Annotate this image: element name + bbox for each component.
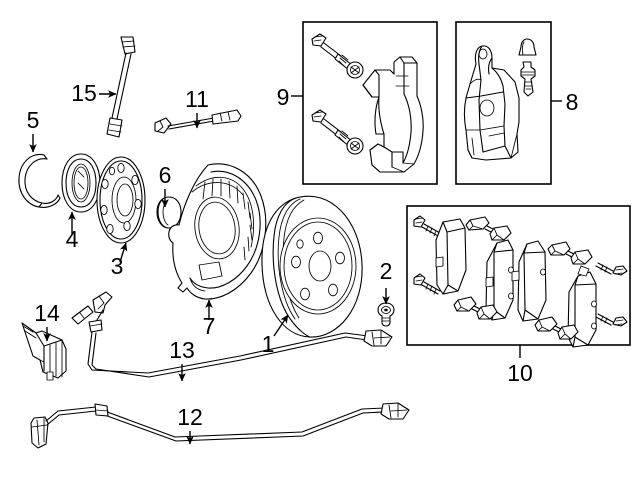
callout-label-4: 4 [66,226,79,252]
anti-rattle-clip-2 [547,241,593,265]
part-wheel-stud [106,36,136,138]
callout-label-5: 5 [27,107,40,133]
callout-label-3: 3 [111,253,124,279]
callout-label-11: 11 [185,86,209,112]
callout-label-6: 6 [159,162,172,188]
box-brake-caliper [455,21,552,185]
part-brake-rotor [261,195,363,338]
part-snap-ring [18,153,61,208]
pad-kit-bolt-4 [595,313,628,327]
part-abs-sensor-front [71,291,393,378]
box-brake-pad-kit [406,205,631,348]
anti-rattle-clip-4 [534,316,579,340]
callout-label-14: 14 [34,300,60,326]
callout-label-10: 10 [507,360,533,386]
part-rotor-screw [377,302,395,327]
part-retaining-clip [21,322,67,381]
part-wheel-bearing [61,153,101,213]
callout-label-9: 9 [277,84,290,110]
callout-label-8: 8 [566,89,579,115]
callout-label-7: 7 [203,313,216,339]
pad-kit-bolt-3 [595,262,628,276]
callout-label-13: 13 [169,337,195,363]
brake-pad-1 [435,218,467,295]
pad-kit-bolt-2 [413,273,441,295]
anti-rattle-clip-3 [453,296,498,320]
part-wheel-hub [96,156,146,244]
part-pad-wear-sensor [154,109,242,134]
anti-rattle-clip-1 [465,216,512,241]
callout-label-2: 2 [380,258,393,284]
pad-kit-bolt-1 [413,215,441,237]
box-caliper-bracket-kit [302,21,438,185]
callout-leaders [29,90,562,445]
part-abs-sensor-rear [30,402,410,449]
brake-pad-3 [511,240,547,322]
callout-label-1: 1 [262,331,275,357]
callout-label-12: 12 [177,404,203,430]
callout-label-15: 15 [71,80,97,106]
part-splash-shield [168,163,267,300]
part-dust-cap [156,196,182,229]
callout-labels: 1 2 3 4 5 6 7 8 9 10 11 12 13 14 15 [27,80,579,430]
